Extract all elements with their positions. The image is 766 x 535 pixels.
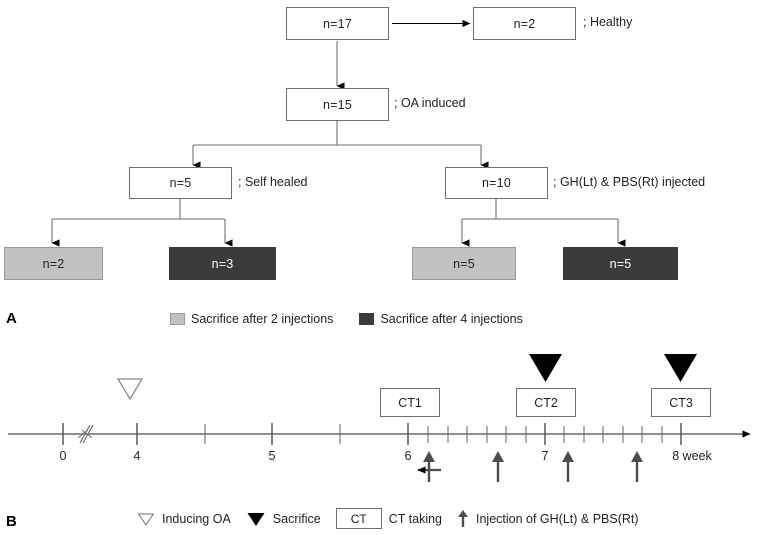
tick-label-5: 5 (268, 449, 276, 463)
tick-label-0: 0 (59, 449, 67, 463)
edge-injected-split (462, 198, 618, 220)
sacrifice-marker-ct3 (664, 354, 697, 382)
ct-node-ct2: CT2 (516, 388, 576, 417)
axis-break-icon (77, 424, 94, 444)
node-injected: n=10 (445, 167, 548, 199)
filled-triangle-icon (247, 513, 265, 526)
legend-swatch-gray (170, 313, 185, 325)
panel-letter-b: B (6, 513, 17, 530)
legend-label-ct-taking: CT taking (388, 511, 442, 526)
label-healthy: ; Healthy (583, 15, 633, 29)
legend-swatch-dark (359, 313, 375, 325)
ct-node-ct3: CT3 (651, 388, 711, 417)
legend-label-sacrifice-4: Sacrifice after 4 injections (380, 312, 523, 326)
up-arrow-icon (458, 509, 468, 527)
node-injected-sacrifice-2: n=5 (412, 247, 516, 280)
injection-arrow-1 (423, 451, 435, 482)
injection-arrow-2 (492, 451, 504, 482)
injection-arrow-3 (562, 451, 574, 482)
node-oa-induced: n=15 (286, 88, 389, 121)
ct-node-ct1: CT1 (380, 388, 440, 417)
node-self-healed: n=5 (129, 167, 232, 199)
injection-arrow-4 (631, 451, 643, 482)
panel-a-legend: Sacrifice after 2 injections Sacrifice a… (170, 312, 523, 326)
node-selfhealed-sacrifice-4: n=3 (169, 247, 276, 280)
legend-label-sacrifice-2: Sacrifice after 2 injections (191, 312, 334, 326)
tick-label-7: 7 (541, 449, 549, 463)
node-selfhealed-sacrifice-2: n=2 (4, 247, 103, 280)
node-injected-sacrifice-4: n=5 (563, 247, 678, 280)
timeline-major-ticks (62, 423, 682, 445)
tick-label-4: 4 (133, 449, 141, 463)
legend-label-injection: Injection of GH(Lt) & PBS(Rt) (476, 511, 639, 526)
edge-selfhealed-split (52, 198, 225, 220)
open-triangle-icon (137, 512, 155, 526)
panel-letter-a: A (6, 310, 17, 327)
edge-oainduced-split (193, 121, 481, 146)
tick-label-8-week: 8 week (672, 449, 712, 463)
sacrifice-marker-ct2 (529, 354, 562, 382)
legend-label-sacrifice: Sacrifice (272, 511, 321, 526)
legend-ct-box: CT (335, 508, 382, 529)
label-oa-induced: ; OA induced (394, 96, 466, 110)
tick-label-6: 6 (404, 449, 412, 463)
node-total: n=17 (286, 7, 389, 40)
injection-arrow-group (423, 451, 643, 482)
timeline-minor-ticks (204, 424, 663, 444)
label-self-healed: ; Self healed (238, 175, 308, 189)
legend-label-inducing-oa: Inducing OA (162, 511, 231, 526)
inducing-oa-marker (116, 378, 144, 401)
node-healthy: n=2 (473, 7, 576, 40)
panel-b-legend: Inducing OA Sacrifice CT CT taking Injec… (137, 508, 639, 529)
label-injected: ; GH(Lt) & PBS(Rt) injected (553, 175, 706, 189)
